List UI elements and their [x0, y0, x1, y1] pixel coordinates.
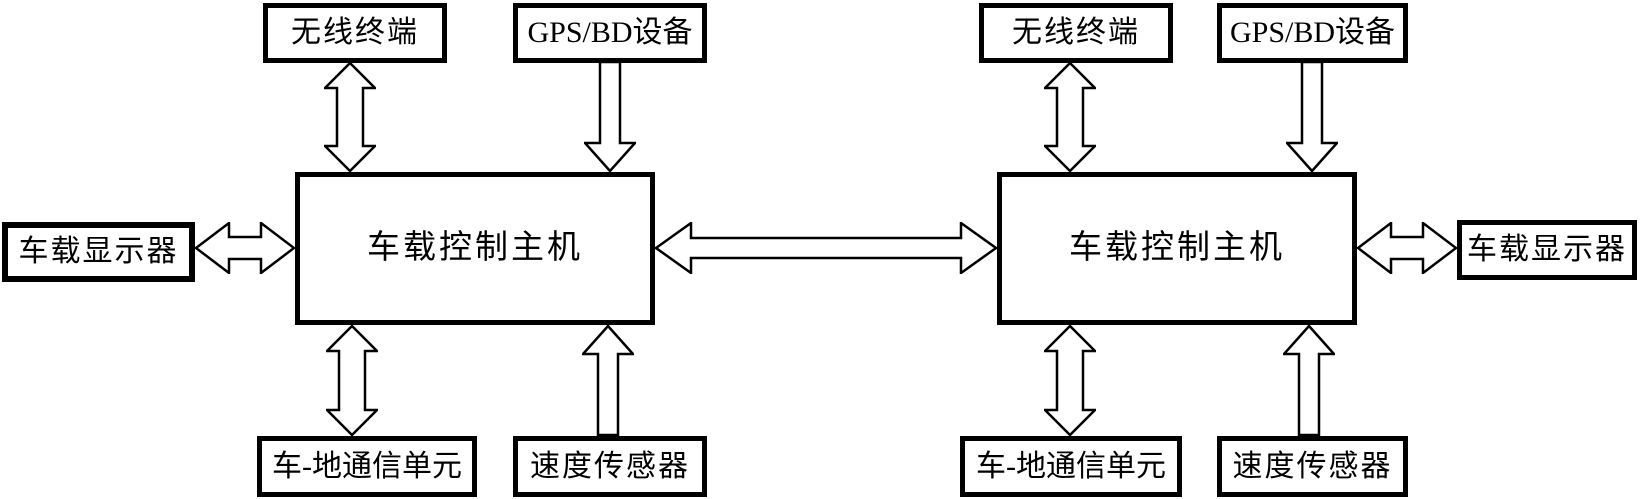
box-onboard-control-host-right: 车载控制主机 [997, 172, 1357, 325]
up-arrow-speed-host-right-icon [1283, 325, 1335, 436]
down-arrow-gpsbd-host-left-icon [584, 61, 636, 172]
box-wireless-terminal-left: 无线终端 [263, 3, 447, 63]
box-onboard-display-left: 车载显示器 [2, 222, 195, 282]
double-arrow-wireless-host-left-icon [324, 62, 376, 172]
double-arrow-comm-host-right-icon [1044, 325, 1096, 436]
box-speed-sensor-right: 速度传感器 [1217, 436, 1408, 497]
double-arrow-display-host-left-icon [195, 222, 295, 274]
down-arrow-gpsbd-host-right-icon [1286, 61, 1338, 172]
box-gps-bd-device-right: GPS/BD设备 [1217, 3, 1408, 63]
box-onboard-display-right: 车载显示器 [1457, 220, 1637, 280]
double-arrow-comm-host-left-icon [326, 325, 378, 436]
box-wireless-terminal-right: 无线终端 [979, 3, 1173, 63]
double-arrow-display-host-right-icon [1357, 222, 1457, 274]
box-onboard-control-host-left: 车载控制主机 [295, 172, 655, 325]
box-train-ground-comm-unit-right: 车-地通信单元 [960, 436, 1182, 497]
double-arrow-wireless-host-right-icon [1044, 62, 1096, 172]
box-speed-sensor-left: 速度传感器 [513, 436, 707, 497]
up-arrow-speed-host-left-icon [582, 325, 634, 436]
double-arrow-host-to-host-icon [655, 222, 997, 274]
box-gps-bd-device-left: GPS/BD设备 [513, 3, 707, 63]
box-train-ground-comm-unit-left: 车-地通信单元 [257, 436, 477, 497]
